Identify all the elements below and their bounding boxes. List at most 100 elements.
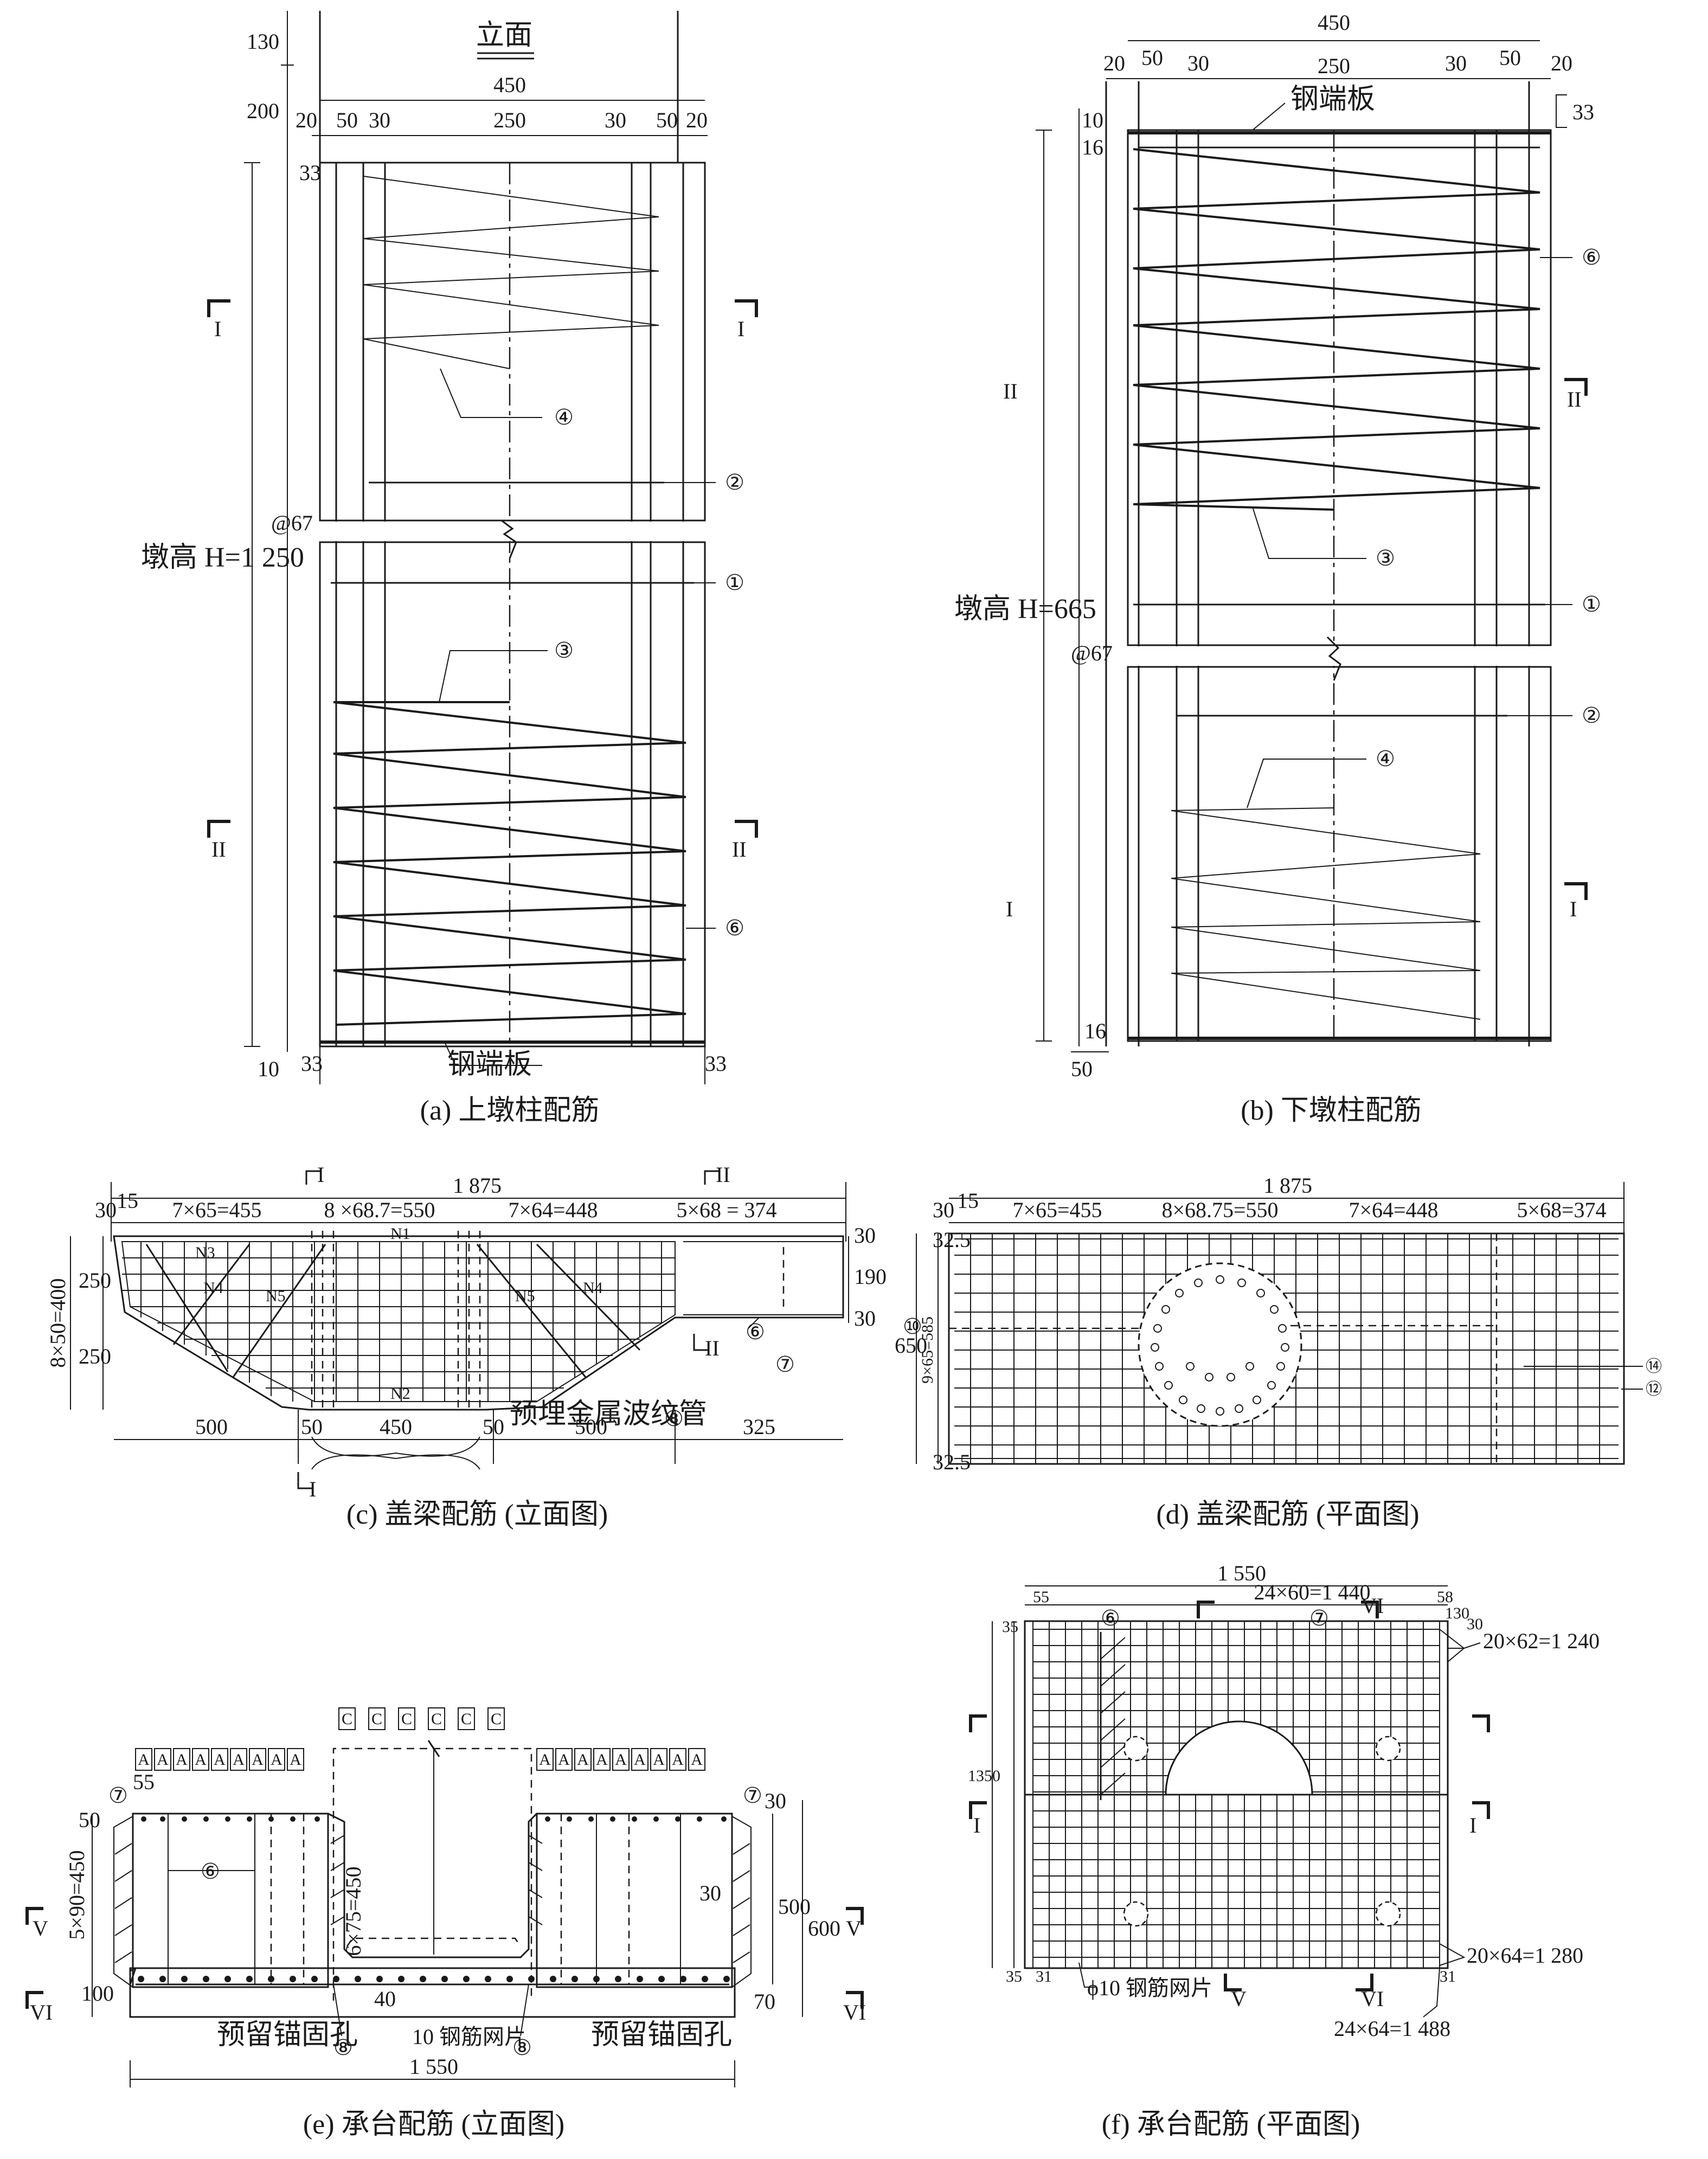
sec-VI-right: VI: [843, 2000, 866, 2025]
v-seg-dim: 9×65=585: [919, 1316, 936, 1384]
dim-30-right-top: 30: [854, 1223, 876, 1248]
duct-holes: [1151, 1275, 1289, 1416]
label-n2: N2: [390, 1385, 410, 1403]
panel-d-cap-beam-plan: 1 875 30 15 7×65=455 8×68.75=550 7×64=44…: [895, 1173, 1662, 1530]
bar-4-label: ④: [554, 405, 574, 429]
sec-V-right: V: [846, 1916, 862, 1940]
dim-31-right: 31: [1440, 1968, 1456, 1985]
dim-58: 58: [1437, 1588, 1453, 1606]
dim-31-left: 31: [1036, 1968, 1052, 1985]
column-outline-lower: [319, 541, 706, 1048]
section-marker: [693, 1334, 708, 1351]
section-I-right: I: [1570, 897, 1577, 921]
panel-d-caption: (d) 盖梁配筋 (平面图): [1156, 1499, 1419, 1530]
bar-1-label: ①: [1582, 592, 1601, 616]
bar-7-left: ⑦: [108, 1783, 128, 1808]
section-I-left: I: [214, 317, 221, 341]
section-marker: [1224, 1974, 1242, 1991]
sec-V-left: V: [33, 1916, 48, 1940]
label-n3: N3: [195, 1244, 215, 1262]
dim-30-left: 30: [1187, 51, 1209, 75]
svg-text:A: A: [138, 1751, 150, 1769]
sec-II-bottom: II: [705, 1336, 720, 1360]
dim-35-bottom: 35: [1006, 1968, 1022, 1985]
bar-7-label: ⑦: [1309, 1606, 1329, 1630]
dim-70: 70: [754, 1989, 775, 2014]
column-outline-upper: [1127, 129, 1552, 646]
dim-50-right: 50: [1499, 46, 1521, 70]
dim-32-5-bottom: 32.5: [933, 1450, 971, 1474]
dim-30-right-bottom: 30: [854, 1306, 876, 1331]
anchor-hole: [1375, 1736, 1401, 1762]
bot-seg: 24×64=1 488: [1334, 2016, 1450, 2041]
seg-1: 7×65=455: [1012, 1198, 1102, 1222]
section-II-right: II: [1567, 387, 1582, 412]
svg-text:A: A: [290, 1751, 301, 1769]
dim-450: 450: [380, 1415, 412, 1439]
section-marker: [207, 820, 230, 838]
dim-250-lower: 250: [79, 1344, 111, 1368]
spiral-bar-3: [1133, 148, 1540, 511]
dim-30-left: 30: [369, 108, 390, 132]
dim-100: 100: [81, 1981, 114, 2006]
dim-500-left: 500: [195, 1415, 228, 1439]
seg-4: 5×68=374: [1517, 1198, 1606, 1222]
dim-total: 1 875: [1263, 1173, 1312, 1198]
dim-1350: 1350: [968, 1767, 1000, 1785]
footing-base: [129, 1967, 736, 2018]
bar-2-label: ②: [725, 470, 744, 494]
dim-15: 15: [117, 1188, 138, 1213]
dim-30: 30: [1467, 1615, 1483, 1633]
column-outline-lower: [1127, 666, 1552, 1042]
dim-50-left: 50: [336, 108, 358, 132]
svg-text:A: A: [233, 1751, 245, 1769]
panel-c-caption: (c) 盖梁配筋 (立面图): [346, 1499, 608, 1530]
leader: [444, 1042, 542, 1066]
svg-text:C: C: [342, 1710, 352, 1728]
panel-b-caption: (b) 下墩柱配筋: [1241, 1095, 1422, 1126]
section-marker: [1564, 378, 1588, 396]
label-n1: N1: [390, 1225, 410, 1243]
dim-total: 1 875: [453, 1173, 502, 1198]
dim-450: 450: [493, 73, 526, 97]
hatched-wedge: [113, 1815, 133, 1988]
spiral-bar-4: [363, 176, 659, 369]
dim-20-left: 20: [296, 108, 317, 132]
section-marker: [969, 1714, 987, 1732]
dim-33: 33: [1572, 100, 1594, 124]
diag-bar: [145, 1244, 229, 1372]
dim-500: 500: [778, 1894, 811, 1919]
dim-500-right: 500: [575, 1415, 607, 1439]
section-II-left: II: [1003, 379, 1018, 403]
section-marker: [25, 1991, 43, 2009]
socket-outline: [328, 1813, 538, 1958]
break-mark: [427, 1740, 440, 1757]
dim-50-bottom: 50: [1071, 1057, 1093, 1081]
dim-33-bottom-left: 33: [301, 1051, 323, 1076]
bar-8-left: ⑧: [333, 2035, 353, 2060]
dim-total: 1 550: [1217, 1561, 1266, 1585]
height-label: 墩高 H=665: [954, 594, 1096, 625]
bar-12-label: ⑫: [1646, 1380, 1662, 1398]
end-plate-label: 钢端板: [447, 1049, 532, 1080]
panel-f-caption: (f) 承台配筋 (平面图): [1102, 2109, 1360, 2140]
bar-6-label: ⑥: [201, 1859, 220, 1884]
svg-text:A: A: [653, 1751, 665, 1769]
diag-bar: [232, 1244, 326, 1378]
dim-450: 450: [1318, 10, 1350, 35]
dim-35: 35: [1002, 1618, 1018, 1636]
hatched-wedge: [731, 1815, 752, 1988]
leader: [520, 1984, 529, 2036]
dim-40: 40: [374, 1987, 396, 2011]
svg-text:A: A: [558, 1751, 570, 1769]
panel-f-footing-plan: 1 550 24×60=1 440 55 58: [968, 1561, 1600, 2140]
label-n4-right: N4: [583, 1279, 603, 1297]
plan-outline: [948, 1232, 1625, 1465]
section-marker: [1564, 882, 1588, 900]
svg-text:A: A: [195, 1751, 207, 1769]
dim-325: 325: [743, 1415, 775, 1439]
bar-6-label: ⑥: [725, 916, 744, 940]
anchor-hole: [1123, 1901, 1149, 1927]
seg-2: 8 ×68.7=550: [324, 1198, 435, 1222]
column-outline-upper: [319, 162, 706, 522]
